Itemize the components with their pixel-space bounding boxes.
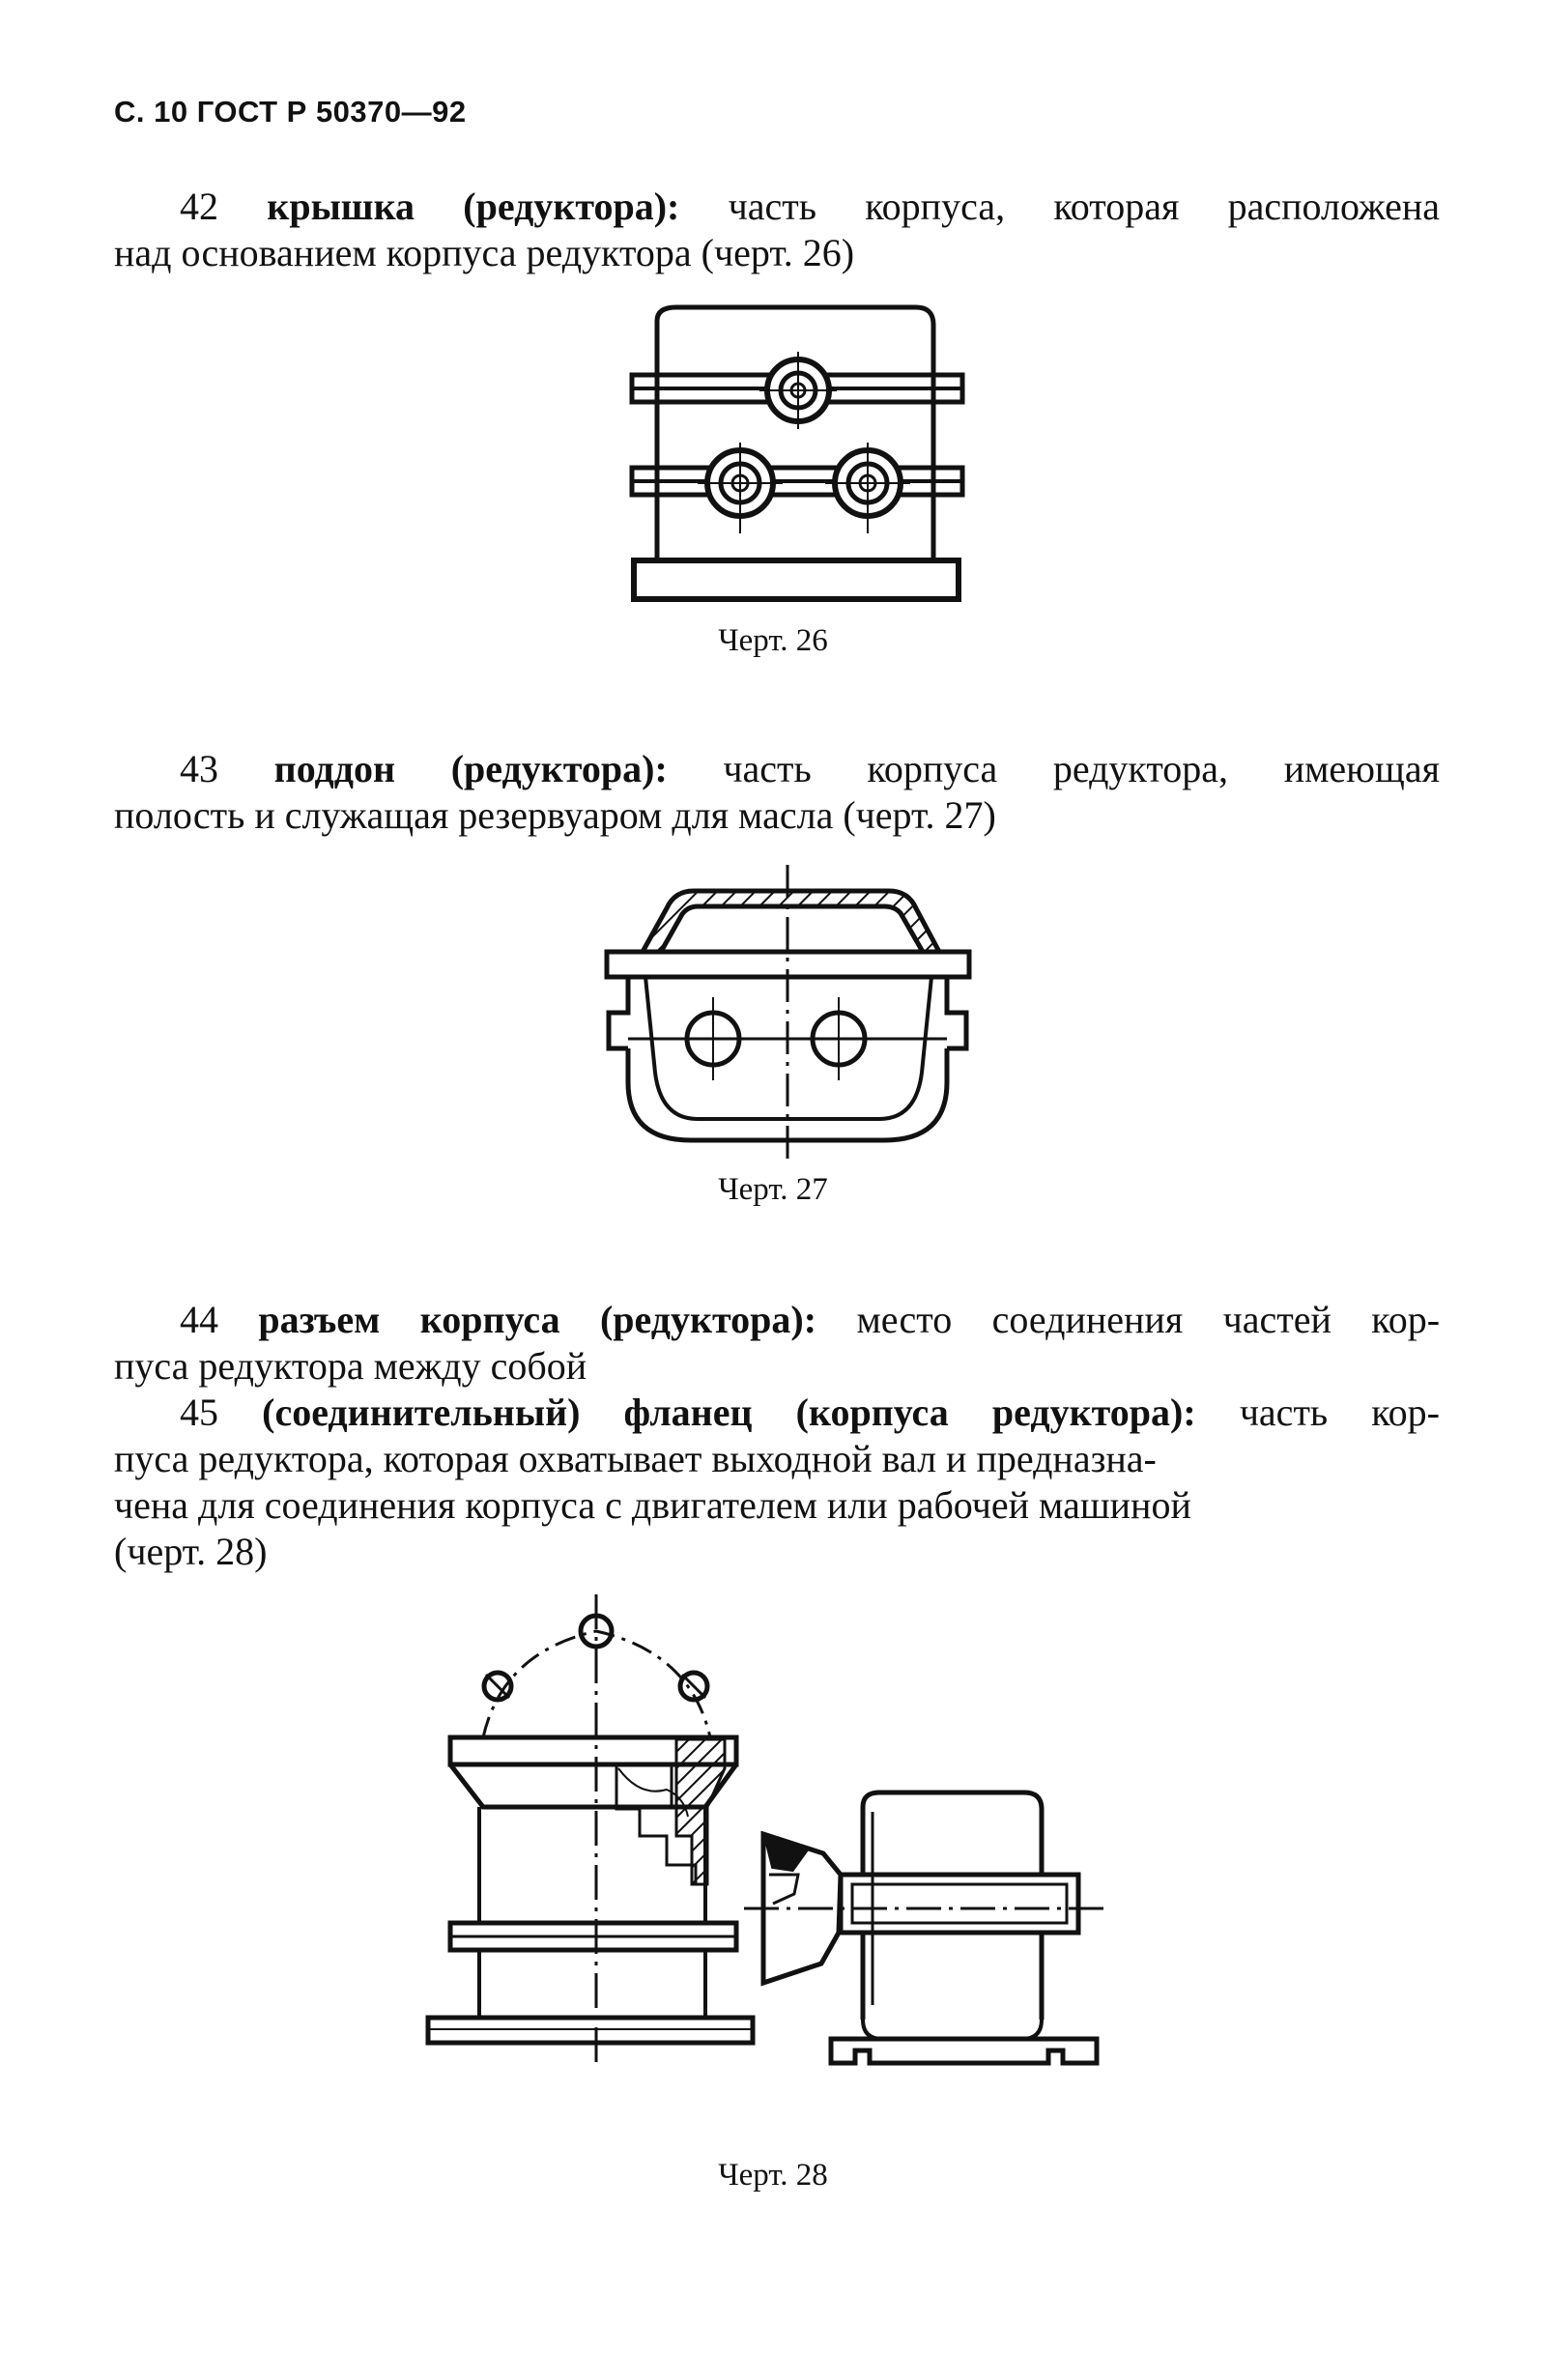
- term-item-42: 42 крышка (редуктора): часть корпуса, ко…: [114, 184, 1440, 276]
- figure-caption: Черт. 28: [718, 2158, 828, 2193]
- term-item-43: 43 поддон (редуктора): часть корпуса ред…: [114, 746, 1440, 839]
- drawing-26: [628, 304, 966, 609]
- item-number: 42: [180, 185, 218, 228]
- figure-caption: Черт. 26: [718, 623, 828, 658]
- term-name: крышка (редуктора):: [267, 185, 680, 228]
- definition-start: место соединения частей кор-: [856, 1298, 1441, 1341]
- item-number: 43: [180, 747, 218, 790]
- figure-caption: Черт. 27: [718, 1172, 828, 1207]
- definition-continuation: пуса редуктора, которая охватывает выход…: [114, 1437, 1191, 1573]
- item-number: 45: [180, 1391, 218, 1434]
- term-name: поддон (редуктора):: [273, 747, 668, 790]
- term-name: (соединительный) фланец (корпуса редукто…: [262, 1391, 1196, 1434]
- item-number: 44: [180, 1298, 218, 1341]
- definition-continuation: над основанием корпуса редуктора (черт. …: [114, 231, 855, 274]
- definition-continuation: пуса редуктора между собой: [114, 1344, 587, 1388]
- term-item-44: 44 разъем корпуса (редуктора): место сое…: [114, 1297, 1440, 1390]
- term-item-45: 45 (соединительный) фланец (корпуса реду…: [114, 1390, 1440, 1575]
- definition-start: часть кор-: [1239, 1391, 1441, 1434]
- drawing-27: [599, 860, 986, 1169]
- page-header: С. 10 ГОСТ Р 50370—92: [114, 95, 467, 129]
- definition-start: часть корпуса редуктора, имеющая: [723, 747, 1440, 790]
- term-name: разъем корпуса (редуктора):: [258, 1298, 817, 1341]
- definition-start: часть корпуса, которая расположена: [728, 185, 1440, 228]
- definition-continuation: полость и служащая резервуаром для масла…: [114, 793, 996, 837]
- drawing-28: [415, 1585, 1131, 2087]
